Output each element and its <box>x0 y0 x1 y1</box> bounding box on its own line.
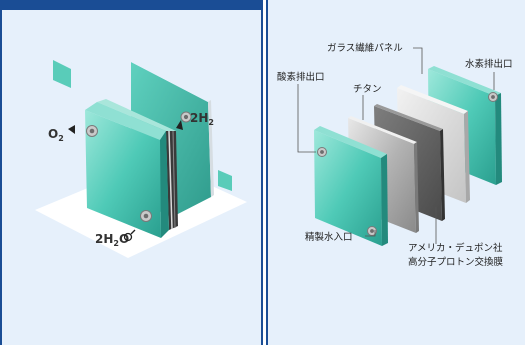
front-teal-plate <box>314 130 382 246</box>
cell-top-edge <box>97 99 176 131</box>
o2-arrow-icon <box>68 125 75 134</box>
bolt-top-right <box>180 111 192 123</box>
bolt-top-left <box>86 125 98 137</box>
label-glass-panel: ガラス繊維パネル <box>327 42 403 54</box>
leader-lines <box>297 47 495 244</box>
label-titanium: チタン <box>353 84 382 95</box>
front-plate <box>85 110 161 238</box>
bolt-water-inlet <box>367 226 377 236</box>
o2-formula: O2 <box>48 127 64 143</box>
exploded-cell-illustration: ガラス繊維パネル 水素排出口 酸素排出口 チタン 精製水入口 アメリカ・デュポン… <box>277 42 513 268</box>
label-oxygen-outlet: 酸素排出口 <box>277 71 325 83</box>
h2o-formula: 2H2O <box>95 232 129 248</box>
bolt-bottom <box>140 210 152 222</box>
bolt-hydrogen-outlet <box>488 92 498 102</box>
h2-arrow-icon <box>176 120 183 130</box>
h2-formula: 2H2 <box>190 111 214 127</box>
label-membrane-line1: アメリカ・デュポン社 <box>408 242 503 254</box>
label-hydrogen-outlet: 水素排出口 <box>465 58 513 70</box>
bolt-oxygen-outlet <box>317 147 327 157</box>
assembled-cell-illustration: O2 2H2 2H2O <box>35 60 247 258</box>
label-water-inlet: 精製水入口 <box>305 231 353 243</box>
floating-square-left <box>53 60 71 88</box>
floating-square-right <box>218 170 232 191</box>
h2o-inlet-arrow-icon <box>123 229 136 242</box>
left-header-bar <box>0 0 263 10</box>
label-membrane-line2: 高分子プロトン交換膜 <box>408 256 504 268</box>
